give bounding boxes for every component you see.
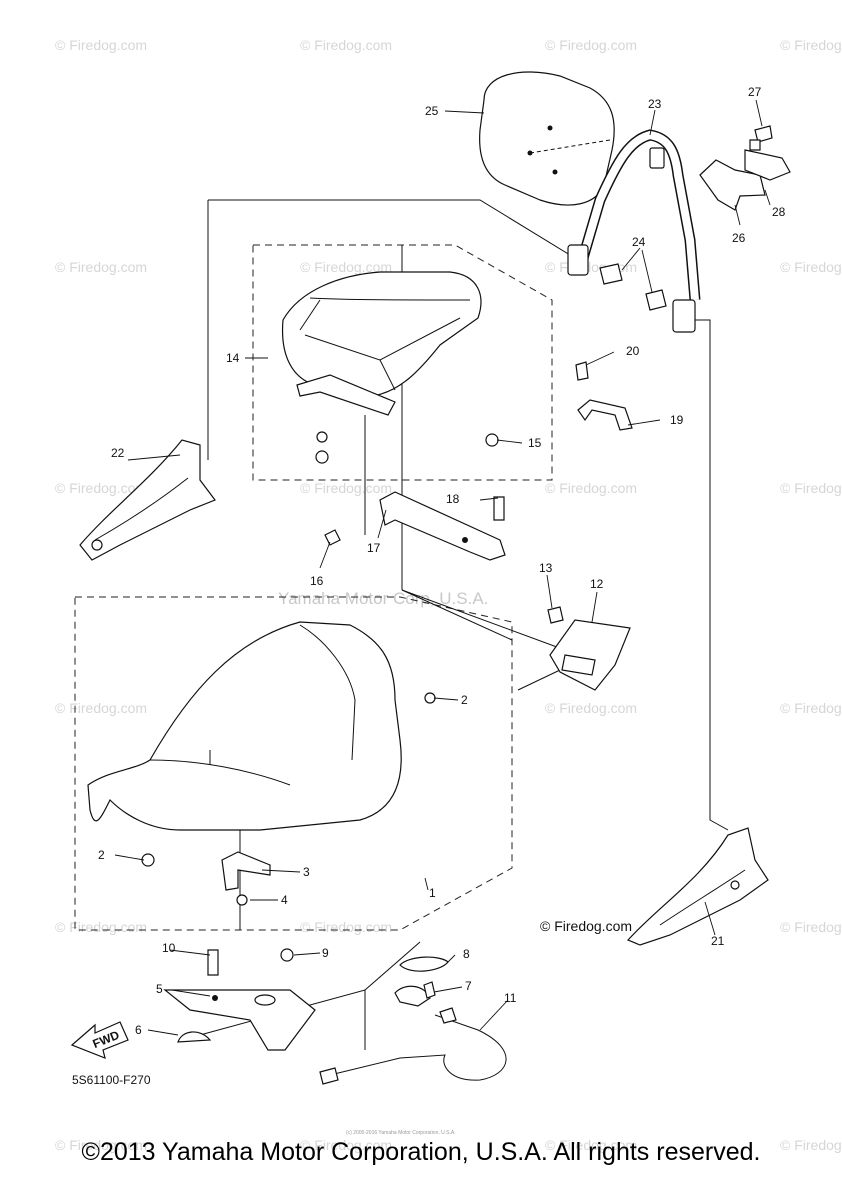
- leader-lines: [114, 99, 771, 1036]
- callout-16: 16: [310, 574, 324, 588]
- copyright-footer: ©2013 Yamaha Motor Corporation, U.S.A. A…: [81, 1138, 761, 1166]
- fwd-arrow: FWD: [70, 1021, 129, 1059]
- main-seat-group-box: [74, 596, 513, 931]
- callout-2: 2: [461, 693, 468, 707]
- callout-6: 6: [135, 1023, 142, 1037]
- diagram-code: 5S61100-F270: [72, 1073, 151, 1087]
- seat-lock-parts: [163, 948, 507, 1085]
- backrest-bracket-parts: [699, 125, 791, 211]
- callout-10: 10: [162, 941, 176, 955]
- tiny-copyright-note: (c) 2005-2016 Yamaha Motor Corporation, …: [346, 1130, 456, 1136]
- callout-26: 26: [732, 231, 746, 245]
- callout-2: 2: [98, 848, 105, 862]
- callout-13: 13: [539, 561, 553, 575]
- rear-seat-group-box: [252, 244, 553, 481]
- watermark: © Firedog.com: [55, 259, 147, 275]
- watermark: © Firedog.com: [545, 700, 637, 716]
- watermark: © Firedog.com: [780, 919, 842, 935]
- callout-23: 23: [648, 97, 662, 111]
- callout-19: 19: [670, 413, 684, 427]
- watermark: © Firedog.com: [300, 480, 392, 496]
- watermark: © Firedog.com: [300, 259, 392, 275]
- watermark: © Firedog.com: [780, 1137, 842, 1153]
- watermark: © Firedog.com: [780, 700, 842, 716]
- watermark-layer: © Firedog.com © Firedog.com © Firedog.co…: [55, 37, 842, 1153]
- watermark: © Firedog.com: [780, 37, 842, 53]
- bracket-3: [221, 851, 271, 906]
- stay-19: [575, 361, 633, 431]
- callout-3: 3: [303, 865, 310, 879]
- callout-8: 8: [463, 947, 470, 961]
- callout-17: 17: [367, 541, 381, 555]
- main-seat: [87, 621, 436, 867]
- watermark: © Firedog.com: [55, 919, 147, 935]
- callout-labels: 1 2 2 3 4 5 6 7 8 9 10 11 12 13 14 15 16…: [98, 85, 786, 1037]
- watermark: © Firedog.com: [780, 480, 842, 496]
- callout-5: 5: [156, 982, 163, 996]
- callout-27: 27: [748, 85, 762, 99]
- callout-1: 1: [429, 886, 436, 900]
- watermark: © Firedog.com: [780, 259, 842, 275]
- watermark: © Firedog.com: [55, 1137, 147, 1153]
- watermark: © Firedog.com: [545, 37, 637, 53]
- watermark: © Firedog.com: [545, 1137, 637, 1153]
- backrest-pad: [479, 71, 615, 206]
- callout-20: 20: [626, 344, 640, 358]
- watermark: © Firedog.com: [300, 1137, 392, 1153]
- backrest-frame: [567, 129, 701, 333]
- callout-22: 22: [111, 446, 125, 460]
- side-plate-21: [626, 827, 769, 946]
- watermark: © Firedog.com: [545, 480, 637, 496]
- callout-7: 7: [465, 979, 472, 993]
- rear-seat: [281, 271, 499, 464]
- watermark: © Firedog.com: [55, 480, 147, 496]
- seat-bracket-17: [324, 491, 506, 561]
- bolts-24: [599, 263, 667, 311]
- callout-18: 18: [446, 492, 460, 506]
- callout-14: 14: [226, 351, 240, 365]
- callout-12: 12: [590, 577, 604, 591]
- firedog-label: © Firedog.com: [540, 918, 632, 934]
- watermark: © Firedog.com: [545, 259, 637, 275]
- callout-9: 9: [322, 946, 329, 960]
- watermark: © Firedog.com: [55, 37, 147, 53]
- side-plate-22: [79, 439, 216, 561]
- callout-21: 21: [711, 934, 725, 948]
- center-watermark: Yamaha Motor Corp, U.S.A.: [278, 589, 488, 608]
- assembly-boundaries: [74, 244, 553, 931]
- callout-24: 24: [632, 235, 646, 249]
- callout-25: 25: [425, 104, 439, 118]
- watermark: © Firedog.com: [300, 919, 392, 935]
- callout-28: 28: [772, 205, 786, 219]
- callout-11: 11: [504, 991, 517, 1005]
- seat-bracket-12: [547, 606, 631, 691]
- callout-4: 4: [281, 893, 288, 907]
- callout-15: 15: [528, 436, 542, 450]
- watermark: © Firedog.com: [55, 700, 147, 716]
- watermark: © Firedog.com: [300, 37, 392, 53]
